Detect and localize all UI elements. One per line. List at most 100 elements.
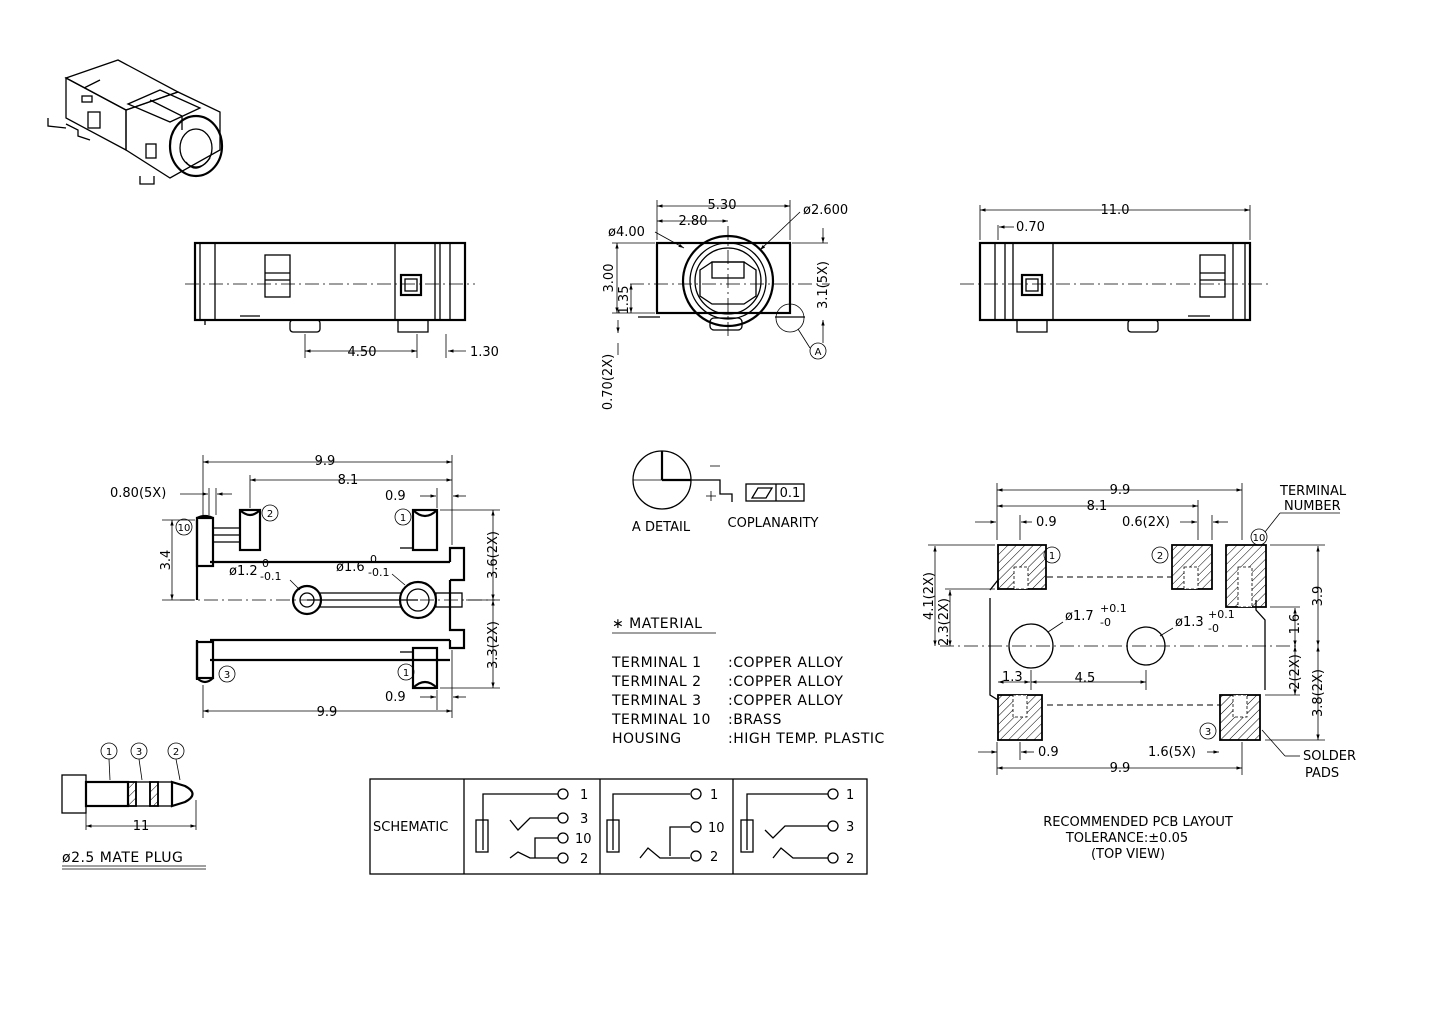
- pcb-dim-2-3-2x: 2.3(2X): [937, 598, 952, 646]
- dim-1-30: 1.30: [470, 345, 499, 360]
- dim-phi-4-00: ø4.00: [608, 225, 645, 240]
- tol-1-2-lower: -0.1: [260, 570, 281, 583]
- material-row-part: HOUSING: [612, 731, 682, 747]
- schematic-label: SCHEMATIC: [373, 820, 448, 835]
- pcb-caption: RECOMMENDED PCB LAYOUT: [1043, 815, 1233, 830]
- balloon-2: 2: [267, 509, 273, 520]
- schematic-panel-3: 1 3 2: [740, 788, 854, 867]
- dim-phi-2-600: ø2.600: [803, 203, 848, 218]
- pcb-dim-1-6: 1.6: [1288, 614, 1303, 635]
- dim-3-6-2x: 3.6(2X): [486, 531, 501, 579]
- side-view: A 5.30 2.80 ø2.600 ø4.00 3.00 1.35 3.1(5…: [601, 198, 848, 410]
- pcb-balloon-3: 3: [1205, 727, 1211, 738]
- pcb-tol-1-3-lower: -0: [1208, 622, 1219, 635]
- material-row-material: :COPPER ALLOY: [728, 655, 843, 671]
- pcb-dim-9-9-top: 9.9: [1110, 483, 1131, 498]
- dim-11-0: 11.0: [1101, 203, 1130, 218]
- dim-3-4: 3.4: [159, 550, 174, 571]
- material-list: ∗ MATERIAL TERMINAL 1 :COPPER ALLOY TERM…: [611, 616, 885, 747]
- pcb-balloon-1: 1: [1049, 551, 1055, 562]
- pcb-tolerance: TOLERANCE:±0.05: [1065, 831, 1188, 846]
- balloon-1-lower: 1: [403, 668, 409, 679]
- pcb-dim-4-5: 4.5: [1075, 671, 1096, 686]
- dim-phi-1-6: ø1.6: [336, 560, 365, 575]
- pcb-tol-1-7-lower: -0: [1100, 616, 1111, 629]
- pcb-dim-2-2x: 2(2X): [1288, 654, 1303, 690]
- top-view: 10 2 1 1 3 9.9 8.1 0.80(5X) 0.9 3.4 3.6(…: [110, 454, 501, 720]
- plug-dim-11: 11: [133, 819, 150, 834]
- dim-8-1: 8.1: [338, 473, 359, 488]
- dim-0-9-top: 0.9: [385, 489, 406, 504]
- schematic-panel-2: 1 10 2: [606, 788, 725, 865]
- tol-1-6-upper: 0: [370, 553, 377, 566]
- pcb-balloon-2: 2: [1157, 551, 1163, 562]
- schematic: SCHEMATIC 1 3 10 2 1 10 2: [369, 778, 868, 875]
- pin-label: 3: [846, 820, 854, 835]
- pin-label: 1: [580, 788, 588, 803]
- pcb-dim-phi-1-7: ø1.7: [1065, 609, 1094, 624]
- balloon-1-upper: 1: [400, 513, 406, 524]
- pcb-tol-1-3-upper: +0.1: [1208, 608, 1235, 621]
- dim-5-30: 5.30: [708, 198, 737, 213]
- pin-label: 10: [575, 832, 592, 847]
- material-row-part: TERMINAL 10: [611, 712, 711, 728]
- pin-label: 10: [708, 821, 725, 836]
- dim-3-1-5x: 3.1(5X): [816, 261, 831, 309]
- coplanarity-value: 0.1: [780, 486, 801, 501]
- dim-0-9-bottom: 0.9: [385, 690, 406, 705]
- solder-pads-label-2: PADS: [1305, 766, 1339, 781]
- tol-1-6-lower: -0.1: [368, 566, 389, 579]
- balloon-10: 10: [178, 523, 191, 534]
- tol-1-2-upper: 0: [262, 557, 269, 570]
- pcb-dim-0-6-2x: 0.6(2X): [1122, 515, 1170, 530]
- pcb-view-note: (TOP VIEW): [1091, 847, 1165, 862]
- solder-pads-label: SOLDER: [1303, 749, 1356, 764]
- pin-label: 2: [710, 850, 718, 865]
- dim-0-70: 0.70: [1016, 220, 1045, 235]
- pcb-dim-phi-1-3: ø1.3: [1175, 615, 1204, 630]
- dim-9-9-bottom: 9.9: [317, 705, 338, 720]
- material-row-part: TERMINAL 2: [611, 674, 702, 690]
- dim-3-00: 3.00: [602, 264, 617, 293]
- plug-balloon-2: 2: [173, 747, 179, 758]
- front-view: 4.50 1.30: [185, 241, 499, 360]
- pcb-dim-0-9-top: 0.9: [1036, 515, 1057, 530]
- pcb-tol-1-7-upper: +0.1: [1100, 602, 1127, 615]
- a-detail-label: A DETAIL: [632, 520, 691, 535]
- pin-label: 2: [846, 852, 854, 867]
- dim-0-80-5x: 0.80(5X): [110, 486, 166, 501]
- material-title: ∗ MATERIAL: [612, 616, 702, 632]
- schematic-panel-1: 1 3 10 2: [475, 788, 592, 867]
- plug-balloon-1: 1: [106, 747, 112, 758]
- dim-2-80: 2.80: [679, 214, 708, 229]
- plug-balloon-3: 3: [136, 747, 142, 758]
- pcb-dim-3-9: 3.9: [1311, 586, 1326, 607]
- dim-3-3-2x: 3.3(2X): [486, 621, 501, 669]
- dim-phi-1-2: ø1.2: [229, 564, 258, 579]
- pcb-dim-1-6-5x: 1.6(5X): [1148, 745, 1196, 760]
- material-row-material: :HIGH TEMP. PLASTIC: [728, 731, 885, 747]
- balloon-3: 3: [224, 670, 230, 681]
- detail-a: A DETAIL 0.1 COPLANARITY: [632, 450, 819, 535]
- pcb-dim-4-1-2x: 4.1(2X): [922, 572, 937, 620]
- pin-label: 1: [710, 788, 718, 803]
- dim-4-50: 4.50: [348, 345, 377, 360]
- pcb-dim-0-9-bottom: 0.9: [1038, 745, 1059, 760]
- mate-plug: 1 3 2 11 ø2.5 MATE PLUG: [61, 742, 206, 870]
- mate-plug-label: ø2.5 MATE PLUG: [62, 850, 183, 866]
- material-row-material: :COPPER ALLOY: [728, 674, 843, 690]
- pcb-balloon-10: 10: [1253, 533, 1266, 544]
- pcb-dim-8-1: 8.1: [1087, 499, 1108, 514]
- pin-label: 3: [580, 812, 588, 827]
- terminal-number-label: TERMINAL: [1279, 484, 1347, 499]
- dim-1-35: 1.35: [617, 286, 632, 315]
- rear-view: 11.0 0.70: [960, 203, 1270, 333]
- material-row-material: :BRASS: [728, 712, 782, 728]
- isometric-view: [47, 59, 224, 185]
- material-row-material: :COPPER ALLOY: [728, 693, 843, 709]
- pin-label: 1: [846, 788, 854, 803]
- pcb-layout: 1 2 10 3 9.9 8.1 0.9 0.6(2X) TERMINAL NU…: [922, 483, 1356, 862]
- terminal-number-label-2: NUMBER: [1284, 499, 1341, 514]
- pcb-dim-1-3: 1.3: [1002, 670, 1023, 685]
